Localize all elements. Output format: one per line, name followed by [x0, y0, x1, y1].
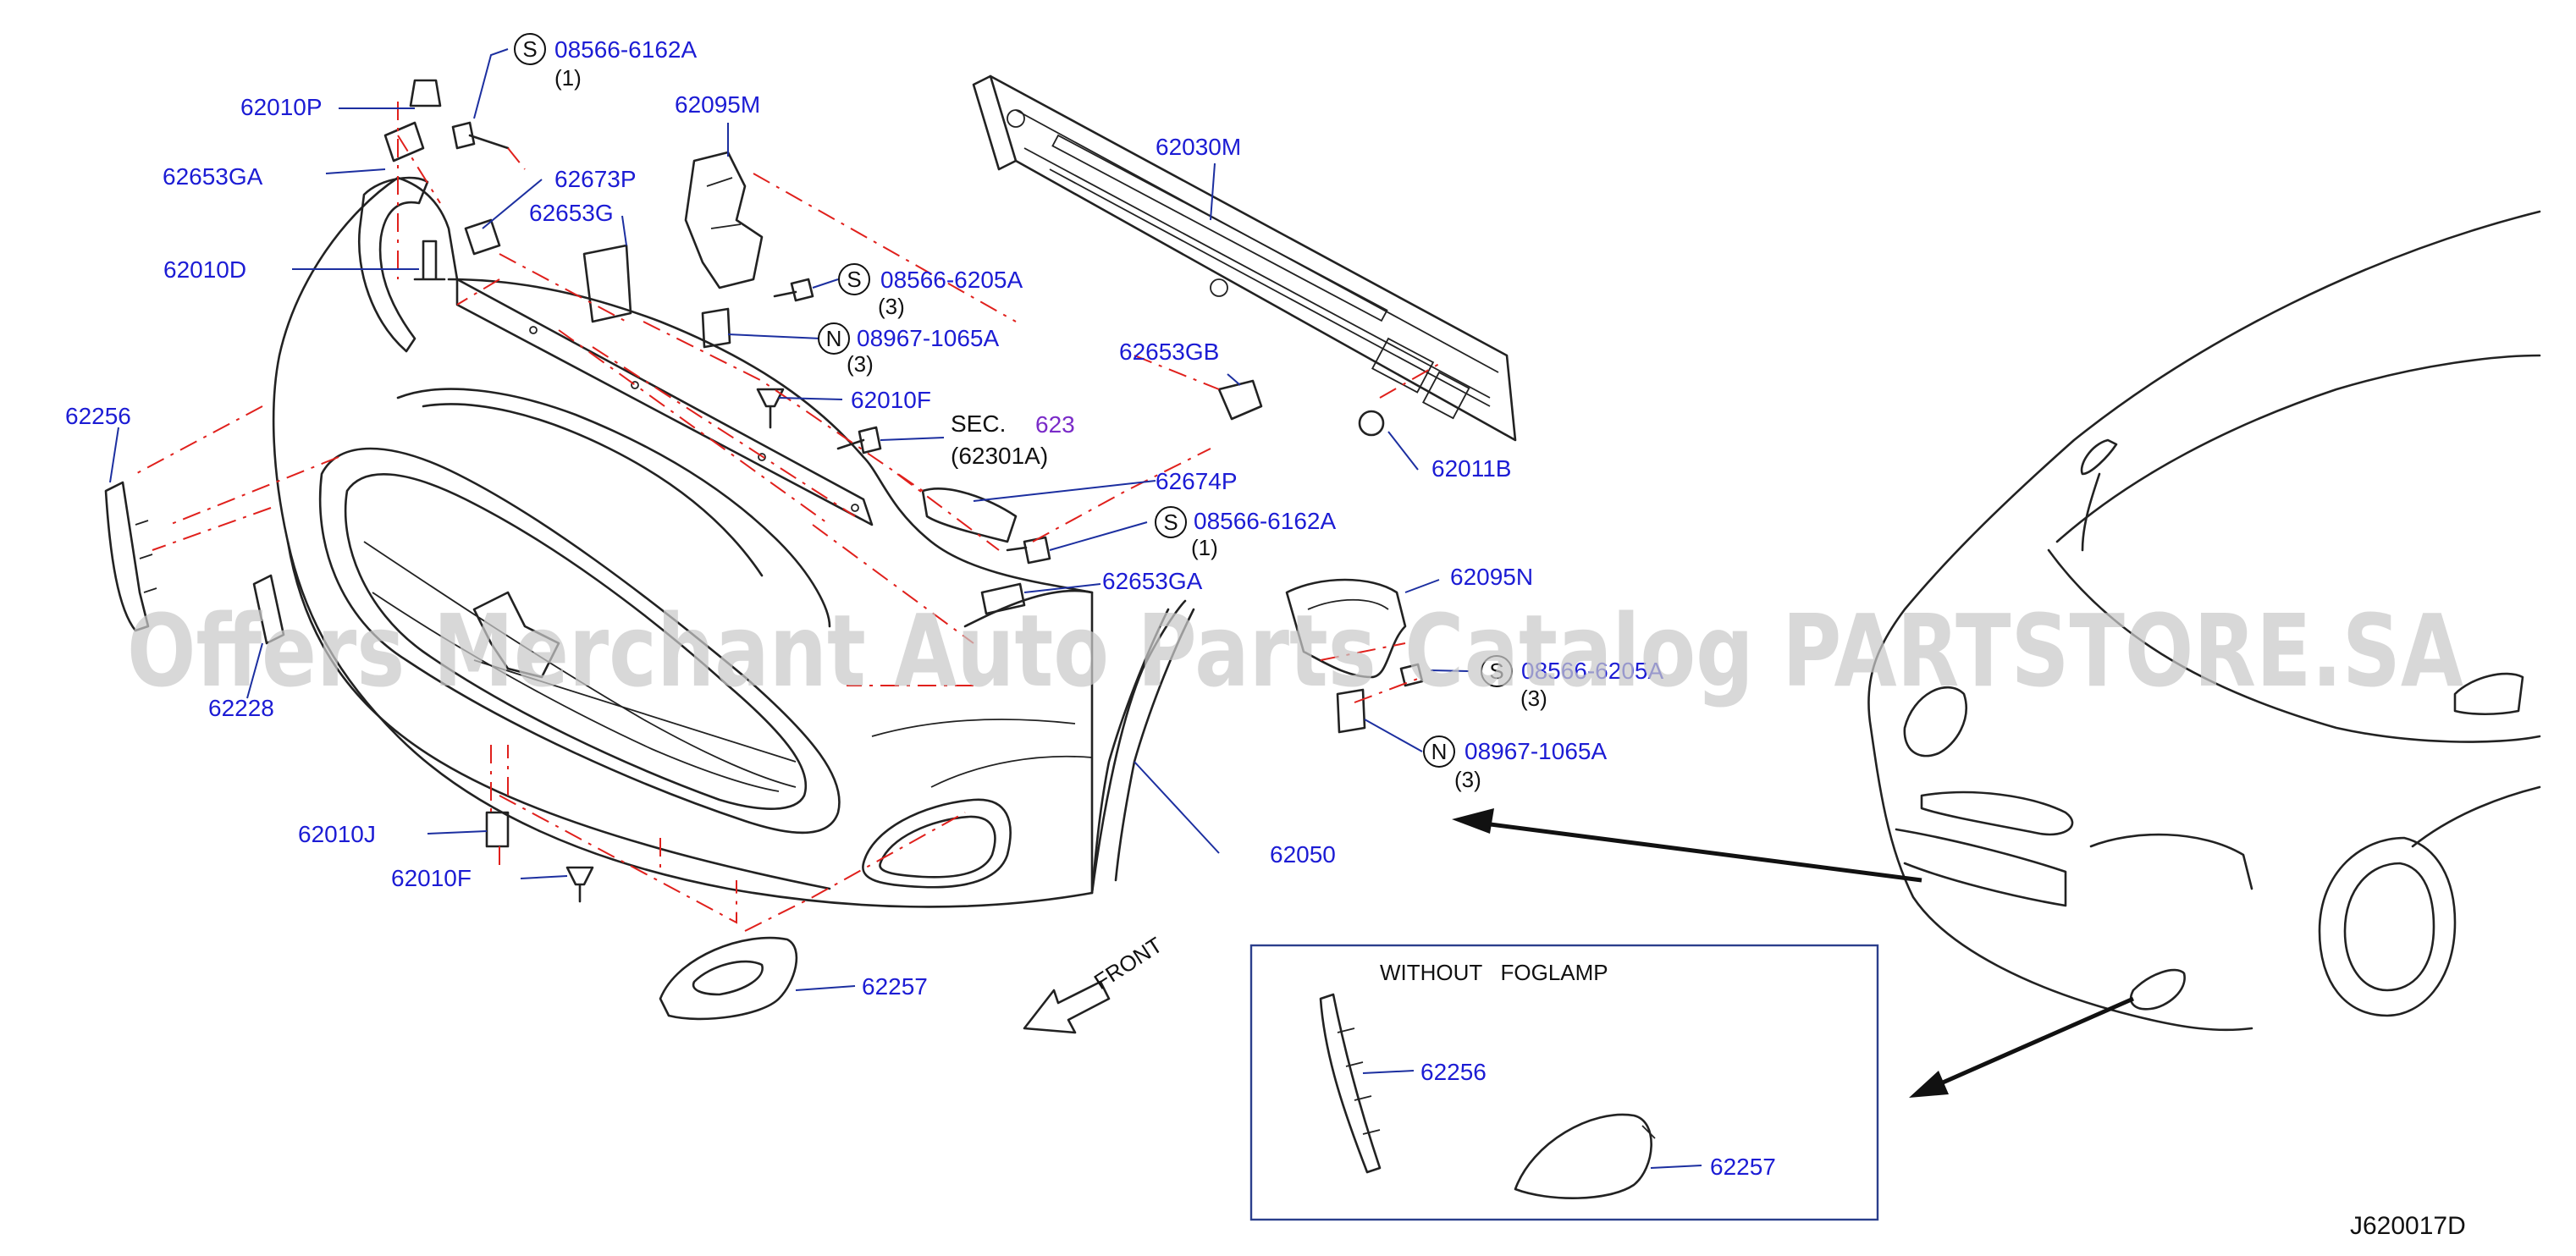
section-reference: SEC. 623 (62301A)	[951, 410, 1075, 469]
svg-text:62256: 62256	[1420, 1059, 1487, 1085]
svg-text:62256: 62256	[65, 403, 131, 429]
svg-text:62030M: 62030M	[1156, 134, 1241, 160]
svg-text:62095M: 62095M	[675, 91, 760, 118]
svg-text:08967-1065A: 08967-1065A	[1465, 738, 1607, 764]
part-label-62010J[interactable]: 62010J	[298, 821, 376, 847]
symbol-s-low: S	[1489, 658, 1503, 684]
part-label-62010F-top[interactable]: 62010F	[851, 387, 931, 413]
part-label-62653G[interactable]: 62653G	[529, 200, 614, 226]
qty-08566-6162A-top: (1)	[554, 65, 582, 91]
part-label-08566-6162A-mid[interactable]: 08566-6162A	[1194, 508, 1336, 534]
svg-text:62095N: 62095N	[1450, 564, 1533, 590]
svg-text:62653GA: 62653GA	[1102, 568, 1203, 594]
symbol-n-top: N	[826, 326, 842, 351]
symbol-circles: S S N S S N	[514, 33, 1513, 768]
leader-lines	[109, 48, 1702, 1169]
inset-62257-drawing	[1514, 1113, 1652, 1199]
part-label-62095N[interactable]: 62095N	[1450, 564, 1533, 590]
part-label-62010F-bottom[interactable]: 62010F	[391, 865, 472, 891]
vehicle-locator-drawing	[1867, 210, 2541, 1032]
symbol-n-low: N	[1431, 739, 1448, 764]
watermark: Offers Merchant Auto Parts Catalog PARTS…	[127, 592, 2463, 709]
pointer-arrows	[1452, 808, 2135, 1098]
inset-frame	[1249, 944, 1879, 1221]
part-label-62673P[interactable]: 62673P	[554, 166, 637, 192]
symbol-s-top: S	[522, 36, 537, 62]
svg-text:62257: 62257	[1710, 1154, 1776, 1180]
svg-text:62674P: 62674P	[1156, 468, 1238, 494]
part-label-62653GB[interactable]: 62653GB	[1119, 339, 1219, 365]
front-label: FRONT	[1089, 932, 1167, 994]
bumper-assembly-drawing	[272, 176, 1195, 908]
dashed-assembly-lines	[135, 102, 1440, 932]
part-label-08566-6205A-top[interactable]: 08566-6205A	[880, 267, 1023, 293]
part-label-62050[interactable]: 62050	[1270, 841, 1336, 868]
section-number-link[interactable]: 623	[1035, 411, 1075, 438]
inset-title: WITHOUT FOGLAMP	[1380, 960, 1608, 985]
inset-62256-drawing	[1319, 993, 1382, 1174]
part-label-62653GA-mid[interactable]: 62653GA	[1102, 568, 1203, 594]
upper-retainer-drawing	[455, 278, 874, 526]
symbol-s-mid: S	[1163, 510, 1178, 535]
side-brackets-center-drawing	[684, 151, 1407, 679]
svg-text:62228: 62228	[208, 695, 274, 721]
section-subref: (62301A)	[951, 443, 1048, 469]
diagram-code: J620017D	[2350, 1212, 2466, 1240]
part-labels: 62010P 62653GA 62010D 62256 62228 62010J…	[65, 36, 1776, 1180]
reinforcement-drawing	[972, 74, 1517, 442]
small-parts-drawing	[104, 79, 1424, 1021]
part-label-62011B[interactable]: 62011B	[1431, 455, 1511, 482]
inset-without-foglamp	[1249, 944, 1879, 1221]
qty-08967-1065A-top: (3)	[847, 351, 874, 377]
svg-text:62010F: 62010F	[851, 387, 931, 413]
svg-text:62010D: 62010D	[163, 256, 246, 283]
svg-text:08566-6205A: 08566-6205A	[1521, 658, 1663, 684]
qty-08566-6205A-top: (3)	[878, 294, 905, 319]
part-label-08967-1065A-top[interactable]: 08967-1065A	[857, 325, 999, 351]
section-label: SEC.	[951, 410, 1006, 437]
part-label-62095M[interactable]: 62095M	[675, 91, 760, 118]
svg-text:08566-6205A: 08566-6205A	[880, 267, 1023, 293]
part-label-08566-6162A-top[interactable]: 08566-6162A	[554, 36, 697, 63]
svg-text:62673P: 62673P	[554, 166, 637, 192]
quantity-labels: (1) (3) (3) (1) (3) (3)	[554, 65, 1547, 792]
svg-text:62653GA: 62653GA	[163, 163, 263, 190]
part-label-62010D[interactable]: 62010D	[163, 256, 246, 283]
part-label-62653GA-top[interactable]: 62653GA	[163, 163, 263, 190]
svg-text:08566-6162A: 08566-6162A	[1194, 508, 1336, 534]
svg-text:62653GB: 62653GB	[1119, 339, 1219, 365]
qty-08967-1065A-low: (3)	[1454, 767, 1481, 792]
part-label-62257[interactable]: 62257	[862, 973, 928, 1000]
svg-text:08967-1065A: 08967-1065A	[857, 325, 999, 351]
part-label-62010P[interactable]: 62010P	[240, 94, 323, 120]
part-label-62674P[interactable]: 62674P	[1156, 468, 1238, 494]
svg-text:62010F: 62010F	[391, 865, 472, 891]
qty-08566-6205A-low: (3)	[1520, 686, 1547, 711]
part-label-62256-inset[interactable]: 62256	[1420, 1059, 1487, 1085]
qty-08566-6162A-mid: (1)	[1191, 535, 1218, 560]
part-label-62228[interactable]: 62228	[208, 695, 274, 721]
part-label-62030M[interactable]: 62030M	[1156, 134, 1241, 160]
svg-text:62010P: 62010P	[240, 94, 323, 120]
part-label-62256[interactable]: 62256	[65, 403, 131, 429]
svg-text:08566-6162A: 08566-6162A	[554, 36, 697, 63]
svg-text:62050: 62050	[1270, 841, 1336, 868]
side-bracket-drawing	[357, 176, 429, 353]
svg-text:62257: 62257	[862, 973, 928, 1000]
svg-text:62011B: 62011B	[1431, 455, 1511, 482]
front-arrow-icon	[1023, 980, 1111, 1034]
part-label-62257-inset[interactable]: 62257	[1710, 1154, 1776, 1180]
part-label-08967-1065A-low[interactable]: 08967-1065A	[1465, 738, 1607, 764]
svg-text:62653G: 62653G	[529, 200, 614, 226]
svg-text:62010J: 62010J	[298, 821, 376, 847]
part-label-08566-6205A-low[interactable]: 08566-6205A	[1521, 658, 1663, 684]
symbol-s-6205-top: S	[847, 267, 861, 292]
